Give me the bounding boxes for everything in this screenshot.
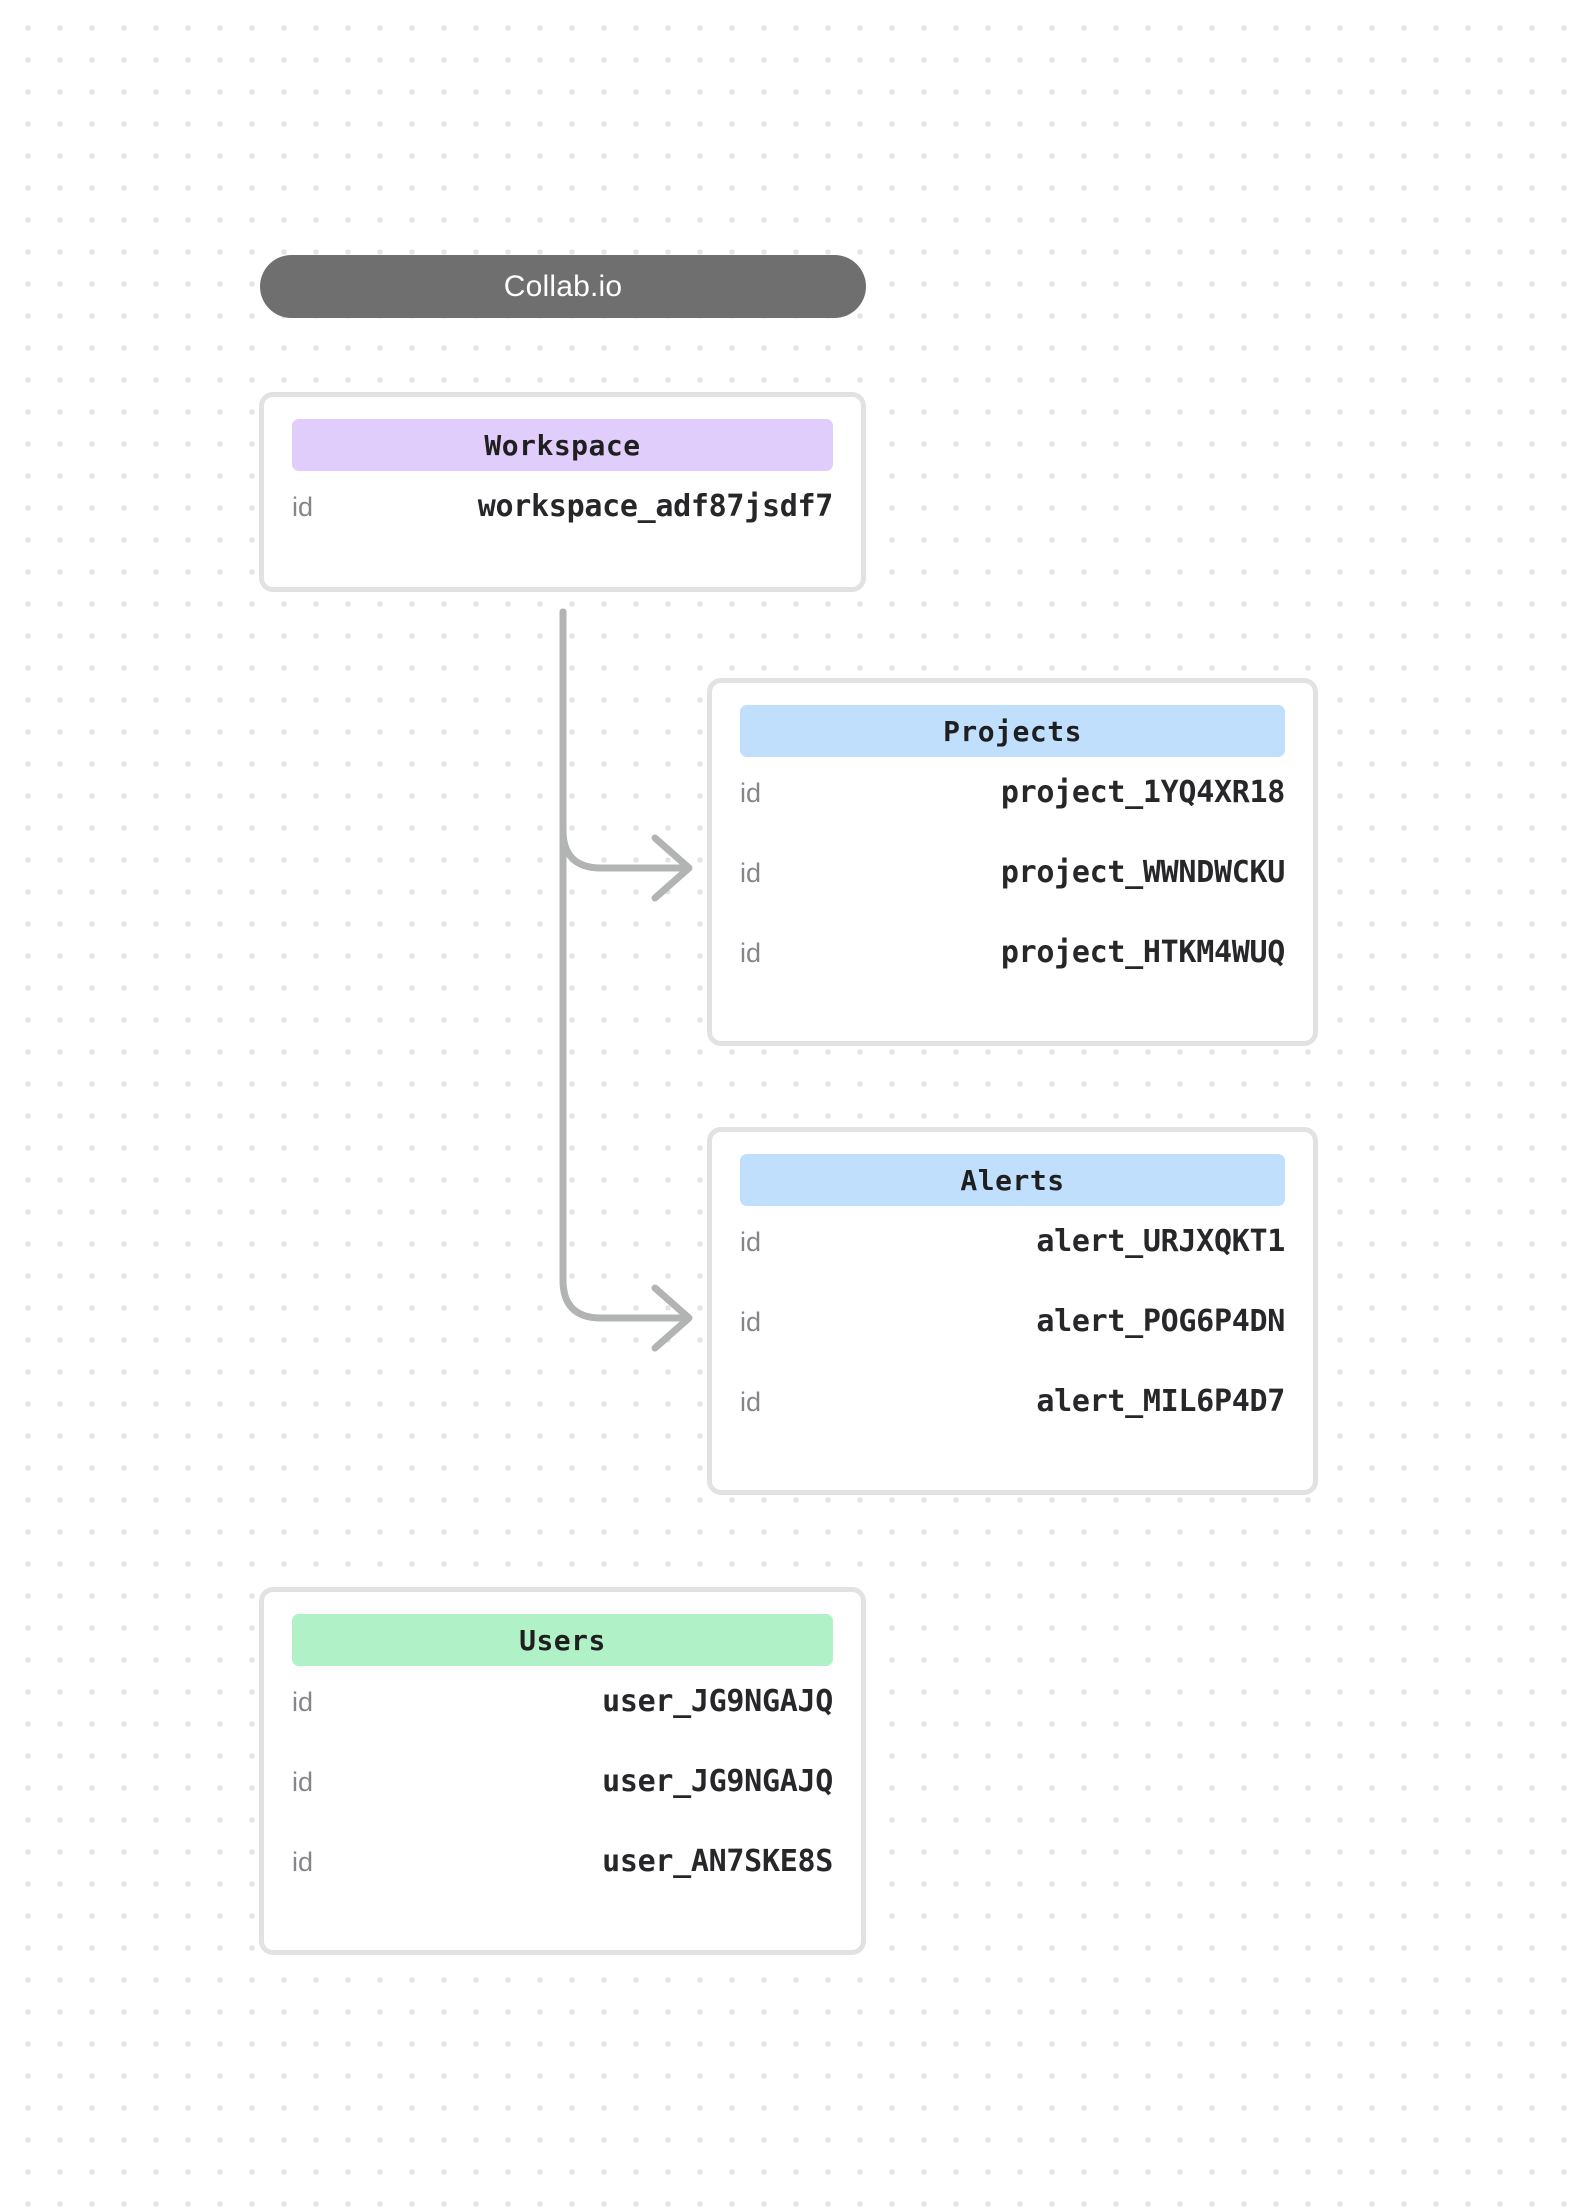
row-key: id <box>292 1767 314 1797</box>
arrowhead-projects-icon <box>651 834 693 902</box>
row-value: workspace_adf87jsdf7 <box>477 489 834 524</box>
entity-row[interactable]: id project_1YQ4XR18 <box>740 775 1285 855</box>
row-value: alert_URJXQKT1 <box>1036 1224 1285 1259</box>
entity-row[interactable]: id user_JG9NGAJQ <box>292 1764 833 1844</box>
row-value: project_1YQ4XR18 <box>1000 775 1285 810</box>
entity-row[interactable]: id user_JG9NGAJQ <box>292 1684 833 1764</box>
entity-title-alerts: Alerts <box>740 1154 1285 1206</box>
row-key: id <box>740 1387 762 1417</box>
arrowhead-alerts-icon <box>651 1284 693 1352</box>
row-key: id <box>292 1687 314 1717</box>
connector-workspace-alerts <box>559 608 685 1322</box>
entity-card-alerts[interactable]: Alerts id alert_URJXQKT1 id alert_POG6P4… <box>707 1127 1318 1495</box>
entity-row[interactable]: id user_AN7SKE8S <box>292 1844 833 1924</box>
row-key: id <box>292 1847 314 1877</box>
row-key: id <box>292 492 314 522</box>
row-key: id <box>740 778 762 808</box>
row-value: alert_MIL6P4D7 <box>1036 1384 1285 1419</box>
row-key: id <box>740 1227 762 1257</box>
row-value: alert_POG6P4DN <box>1036 1304 1285 1339</box>
entity-title-users: Users <box>292 1614 833 1666</box>
entity-card-workspace[interactable]: Workspace id workspace_adf87jsdf7 <box>259 392 866 592</box>
row-key: id <box>740 938 762 968</box>
entity-row[interactable]: id alert_POG6P4DN <box>740 1304 1285 1384</box>
row-value: user_JG9NGAJQ <box>602 1764 833 1799</box>
entity-card-projects[interactable]: Projects id project_1YQ4XR18 id project_… <box>707 678 1318 1046</box>
diagram-title-pill[interactable]: Collab.io <box>260 255 866 318</box>
row-value: user_AN7SKE8S <box>602 1844 833 1879</box>
entity-row[interactable]: id workspace_adf87jsdf7 <box>292 489 833 561</box>
entity-row[interactable]: id alert_MIL6P4D7 <box>740 1384 1285 1464</box>
connector-workspace-projects <box>559 608 685 872</box>
row-key: id <box>740 858 762 888</box>
entity-row[interactable]: id project_WWNDWCKU <box>740 855 1285 935</box>
row-value: user_JG9NGAJQ <box>602 1684 833 1719</box>
entity-row[interactable]: id project_HTKM4WUQ <box>740 935 1285 1015</box>
entity-title-projects: Projects <box>740 705 1285 757</box>
entity-row[interactable]: id alert_URJXQKT1 <box>740 1224 1285 1304</box>
row-value: project_WWNDWCKU <box>1000 855 1285 890</box>
entity-card-users[interactable]: Users id user_JG9NGAJQ id user_JG9NGAJQ … <box>259 1587 866 1955</box>
row-value: project_HTKM4WUQ <box>1000 935 1285 970</box>
row-key: id <box>740 1307 762 1337</box>
entity-title-workspace: Workspace <box>292 419 833 471</box>
